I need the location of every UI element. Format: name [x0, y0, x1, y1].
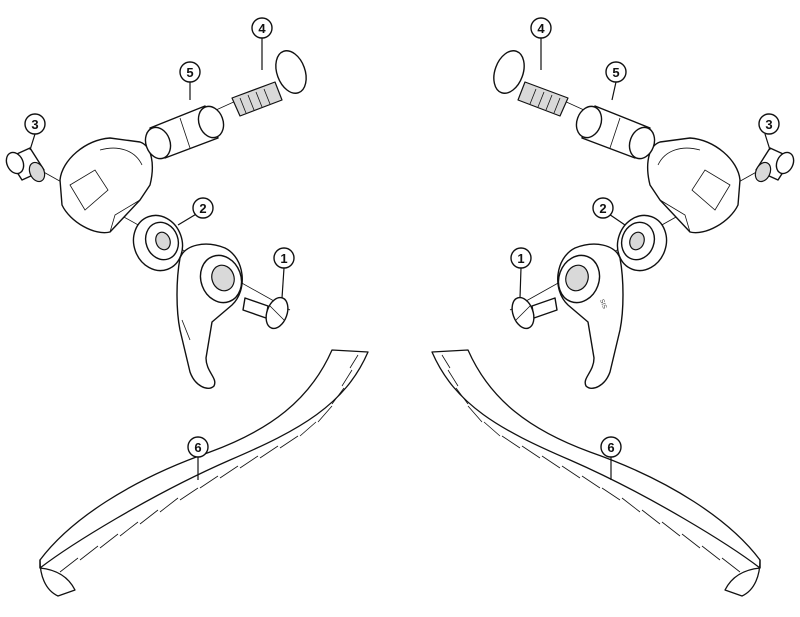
left-grip-part-6	[39, 349, 369, 597]
right-callout-5: 5	[605, 61, 627, 83]
right-callout-6: 6	[600, 436, 622, 458]
right-callout-2: 2	[592, 197, 614, 219]
left-callout-5: 5	[179, 61, 201, 83]
right-screw-part-4	[493, 50, 569, 117]
left-callout-4: 4	[251, 17, 273, 39]
right-assembly: SIS 3	[431, 17, 795, 597]
left-bushing-part-3	[5, 147, 46, 183]
left-shift-lever	[176, 243, 243, 390]
right-ring-part-2	[616, 214, 668, 272]
right-bushing-part-3	[754, 147, 795, 183]
right-callout-3: 3	[758, 113, 780, 135]
left-callout-3-label: 3	[31, 117, 38, 132]
right-lever-marking: SIS	[598, 299, 607, 310]
left-callout-2-label: 2	[199, 201, 206, 216]
right-grip-part-6	[431, 349, 761, 597]
left-callout-5-label: 5	[186, 65, 193, 80]
left-bolt-part-1	[242, 296, 289, 330]
right-callout-1-label: 1	[517, 251, 524, 266]
right-bracket-body	[647, 137, 741, 234]
left-callout-4-label: 4	[258, 21, 266, 36]
right-bolt-part-1	[511, 296, 558, 330]
right-sleeve-part-5	[575, 105, 656, 160]
right-callout-5-label: 5	[612, 65, 619, 80]
right-shift-lever: SIS	[557, 243, 624, 390]
left-callout-1: 1	[273, 247, 295, 269]
right-callout-3-label: 3	[765, 117, 772, 132]
left-sleeve-part-5	[144, 105, 225, 160]
left-callout-6: 6	[187, 436, 209, 458]
right-callout-4: 4	[530, 17, 552, 39]
right-callout-1: 1	[510, 247, 532, 269]
left-callout-3: 3	[24, 113, 46, 135]
right-callout-6-label: 6	[607, 440, 614, 455]
left-ring-part-2	[132, 214, 184, 272]
left-assembly: 3 2 1 4 5 6	[5, 17, 369, 597]
left-callout-2: 2	[192, 197, 214, 219]
left-callout-1-label: 1	[280, 251, 287, 266]
left-bracket-body	[59, 137, 153, 234]
left-screw-part-4	[231, 50, 307, 117]
left-callout-6-label: 6	[194, 440, 201, 455]
right-callout-2-label: 2	[599, 201, 606, 216]
right-callout-4-label: 4	[537, 21, 545, 36]
